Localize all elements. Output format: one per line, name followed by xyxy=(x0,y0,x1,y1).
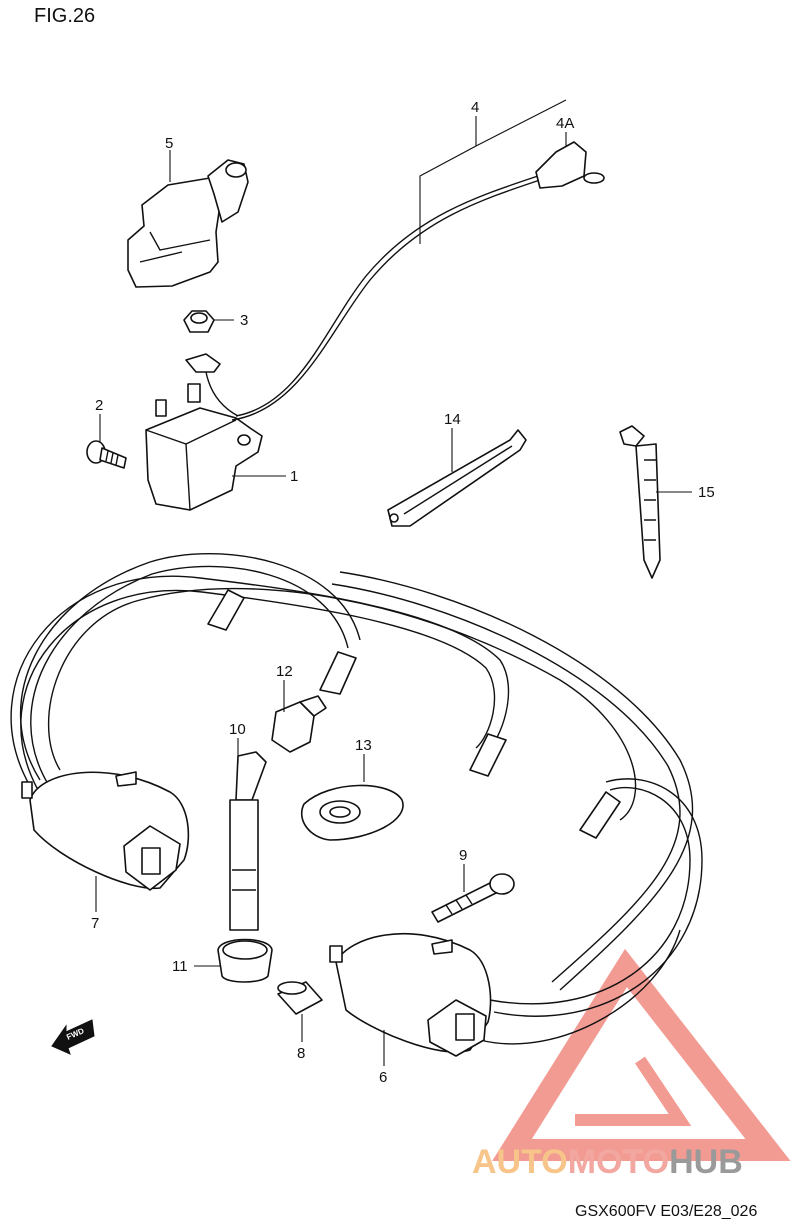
callout-14: 14 xyxy=(444,411,461,428)
callout-15: 15 xyxy=(698,484,715,501)
part-9-bolt xyxy=(431,873,515,923)
part-11-seal xyxy=(217,938,273,983)
callout-1: 1 xyxy=(290,468,298,485)
part-3-nut xyxy=(183,310,215,333)
callout-3: 3 xyxy=(240,312,248,329)
callout-9: 9 xyxy=(459,847,467,864)
callout-11: 11 xyxy=(172,958,188,975)
part-13-grommet-plate xyxy=(301,784,404,841)
callout-12: 12 xyxy=(276,663,293,680)
watermark-hub: HUB xyxy=(669,1143,743,1181)
callout-6: 6 xyxy=(379,1069,387,1086)
part-1-starter-relay xyxy=(145,353,263,511)
part-7-ignition-coil xyxy=(21,771,190,891)
part-4-lead-wire xyxy=(231,141,605,421)
callout-5: 5 xyxy=(165,135,173,152)
footer-code: GSX600FV E03/E28_026 xyxy=(575,1203,757,1220)
fwd-arrow-icon: FWD xyxy=(51,1019,95,1055)
part-5-relay-cover xyxy=(127,159,249,288)
callout-13: 13 xyxy=(355,737,372,754)
watermark-logo xyxy=(492,948,791,1161)
callout-2: 2 xyxy=(95,397,103,414)
watermark-moto: MOTO xyxy=(568,1143,669,1181)
callout-7: 7 xyxy=(91,915,99,932)
part-8-spacer xyxy=(277,981,323,1015)
callout-8: 8 xyxy=(297,1045,305,1062)
leader-lines xyxy=(95,99,692,1066)
part-10-plug-cap xyxy=(229,751,267,931)
part-15-cable-tie xyxy=(619,425,661,579)
part-14-clamp xyxy=(387,429,527,527)
figure-title: FIG.26 xyxy=(34,5,95,27)
watermark-text: AUTOMOTOHUB xyxy=(472,1143,743,1181)
part-6-ignition-coil xyxy=(329,932,492,1057)
callout-4: 4 xyxy=(471,99,479,116)
callout-10: 10 xyxy=(229,721,246,738)
callout-4a: 4A xyxy=(556,115,574,132)
part-2-bolt xyxy=(86,440,127,469)
part-12-grommet xyxy=(271,695,327,753)
watermark-auto: AUTO xyxy=(472,1143,568,1181)
high-tension-wires xyxy=(10,552,703,1045)
